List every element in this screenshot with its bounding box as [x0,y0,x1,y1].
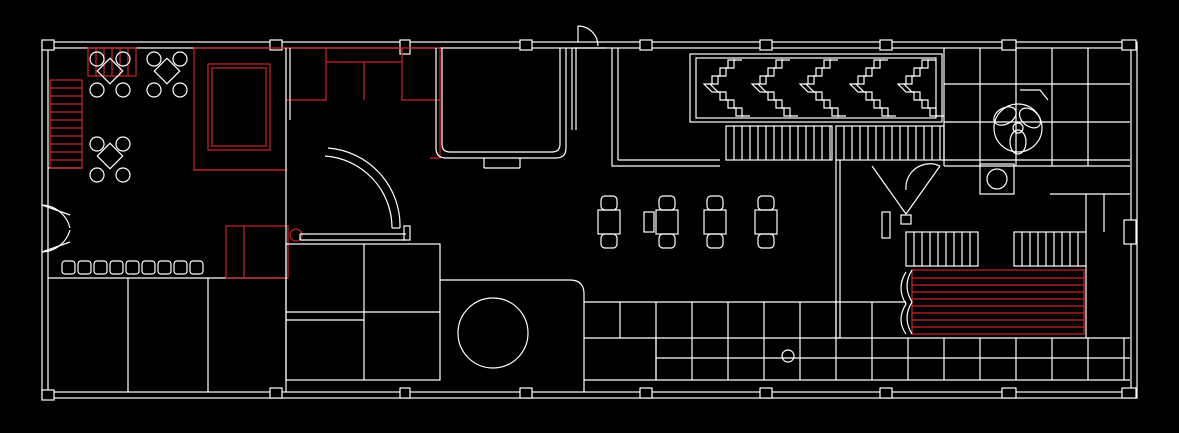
bottom-right-seating [900,231,1087,335]
center-dining-chairs [597,195,778,249]
outer-walls [41,39,1138,401]
display-stairs-room [611,48,945,339]
bottom-tile-floor [584,266,1130,381]
four-seat-table [89,51,131,98]
round-table-platform [440,279,585,392]
left-dining-zone [48,47,288,392]
tub-fixture [435,48,577,169]
top-entry-door [574,25,606,49]
left-double-door [41,204,71,253]
bench-seats-row [61,260,204,275]
four-seat-table [89,136,131,183]
bath-fixture-icon [993,89,1049,155]
stair-treads [733,126,941,160]
right-tiled-bath [943,48,1130,232]
four-seat-table [146,51,188,98]
center-partitions [285,48,441,392]
zigzag-shelves [702,59,944,117]
kitchen-block-red [193,47,441,279]
